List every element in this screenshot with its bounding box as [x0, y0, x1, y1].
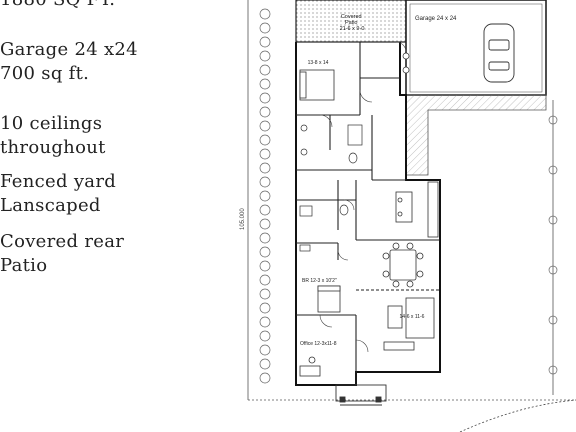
fenced-yard-note: Fenced yard Lanscaped [0, 171, 117, 216]
feature-notes: 1880 SQ FT. Garage 24 x24 700 sq ft. 10 … [0, 0, 240, 432]
door-swings [319, 41, 407, 353]
garage: Garage 24 x 24 [405, 0, 547, 96]
house-walls [295, 42, 441, 386]
covered-patio [295, 0, 407, 43]
car-icon [483, 23, 515, 83]
kitchen [395, 181, 439, 238]
office-desk-icon [299, 356, 321, 377]
square-footage-note: 1880 SQ FT. [0, 0, 115, 12]
bedroom-label: BR 12-3 x 10'2" [302, 278, 337, 284]
garage-note: Garage 24 x24 700 sq ft. [0, 39, 138, 84]
bath-fixtures [299, 52, 410, 252]
lot-boundary [247, 0, 576, 401]
front-porch [335, 384, 387, 406]
master-bed-icon [299, 69, 335, 101]
covered-patio-label: Covered Patio 21-6 x 9-0 [340, 14, 365, 32]
garage-label: Garage 24 x 24 [415, 16, 457, 22]
interior-walls [296, 42, 440, 385]
master-bedroom-label: 13-8 x 14 [308, 60, 329, 66]
walkway [405, 94, 547, 176]
ceilings-note: 10 ceilings throughout [0, 113, 106, 158]
dining-table-icon [382, 242, 424, 288]
lot-dimension-label: 105.000 [240, 208, 246, 230]
covered-patio-note: Covered rear Patio [0, 231, 125, 276]
living-room-label: 14-6 x 11-6 [400, 314, 425, 320]
office-label: Office 12-3x11-8 [300, 341, 337, 347]
bedroom-bed-icon [317, 285, 341, 313]
living-room-sofa-icon [383, 297, 435, 351]
landscaping-shrubs [259, 8, 558, 384]
street-curve [459, 399, 576, 432]
